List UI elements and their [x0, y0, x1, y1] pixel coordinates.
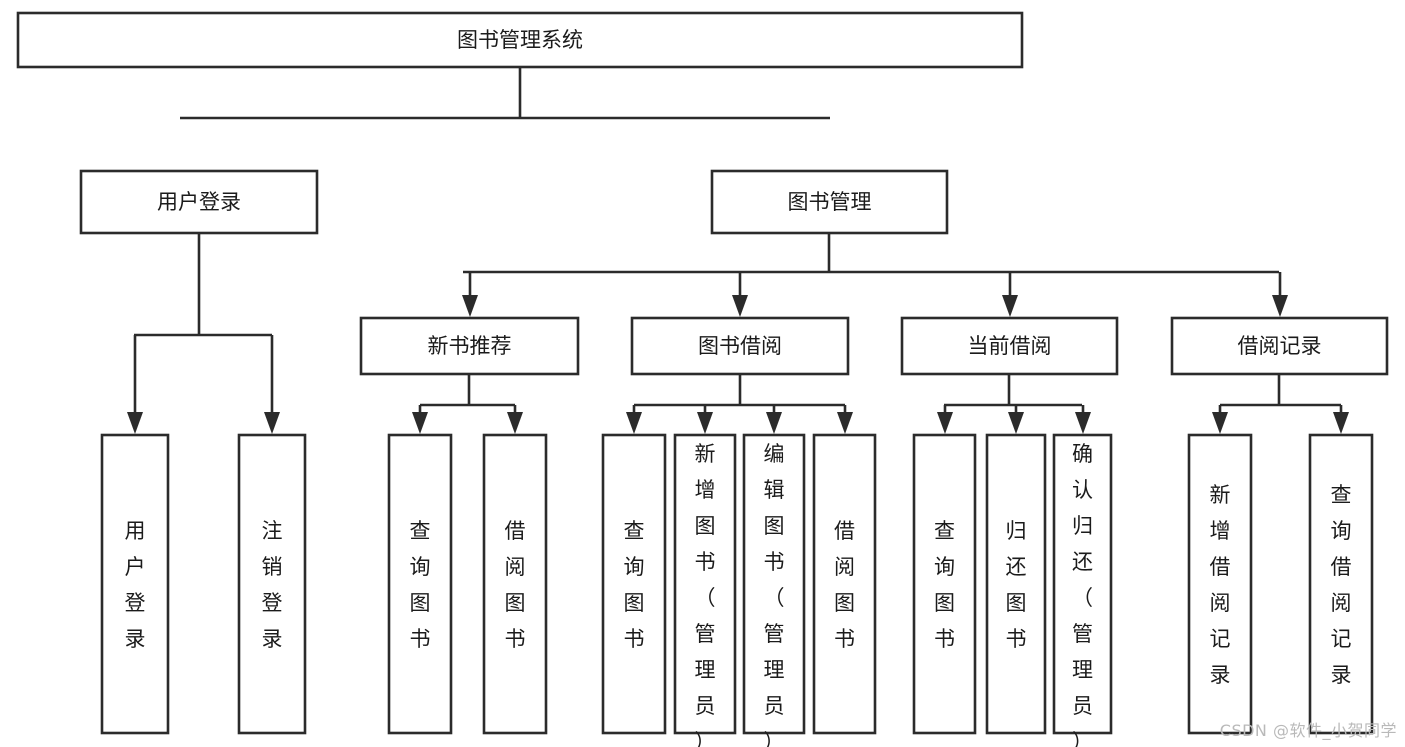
node-label-root: 图书管理系统 — [457, 28, 583, 52]
node-label-user-login: 用户登录 — [157, 190, 241, 214]
node-label-leaf-edit-book-admin: 编辑图书（管理员） — [764, 442, 785, 747]
node-box-leaf-user-logout[interactable] — [237, 433, 307, 735]
node-label-new-book-recommend: 新书推荐 — [428, 334, 512, 358]
node-label-leaf-borrow-book: 借阅图书 — [834, 519, 855, 651]
node-layer: 图书管理系统用户登录图书管理新书推荐图书借阅当前借阅借阅记录用户登录注销登录查询… — [16, 11, 1389, 747]
node-box-leaf-borrow-book-recommend[interactable] — [482, 433, 548, 735]
node-label-leaf-confirm-return-admin: 确认归还（管理员） — [1072, 442, 1093, 747]
connector-bus-new-book-recommend — [412, 374, 523, 434]
node-book-borrow[interactable]: 图书借阅 — [630, 316, 850, 376]
node-label-leaf-user-login: 用户登录 — [125, 519, 146, 651]
node-label-book-borrow: 图书借阅 — [698, 334, 782, 358]
node-box-leaf-edit-book-admin[interactable] — [742, 433, 806, 735]
node-book-manage[interactable]: 图书管理 — [710, 169, 949, 235]
node-leaf-user-logout[interactable]: 注销登录 — [237, 433, 307, 735]
node-leaf-return-book[interactable]: 归还图书 — [985, 433, 1047, 735]
node-label-leaf-borrow-book-recommend: 借阅图书 — [505, 519, 526, 651]
node-label-current-borrow: 当前借阅 — [968, 334, 1052, 358]
node-label-leaf-user-logout: 注销登录 — [262, 519, 283, 651]
connector-bus-user-login — [127, 233, 280, 434]
connector-bus-root — [180, 67, 830, 120]
node-leaf-add-borrow-record[interactable]: 新增借阅记录 — [1187, 433, 1253, 735]
node-box-root[interactable] — [16, 11, 1024, 69]
node-new-book-recommend[interactable]: 新书推荐 — [359, 316, 580, 376]
connector-bus-borrow-record — [1212, 374, 1349, 434]
node-leaf-confirm-return-admin[interactable]: 确认归还（管理员） — [1052, 433, 1113, 747]
node-box-new-book-recommend[interactable] — [359, 316, 580, 376]
node-leaf-add-book-admin[interactable]: 新增图书（管理员） — [673, 433, 737, 747]
node-leaf-borrow-book[interactable]: 借阅图书 — [812, 433, 877, 735]
node-label-leaf-query-borrow-record: 查询借阅记录 — [1331, 483, 1352, 687]
node-box-user-login[interactable] — [79, 169, 319, 235]
node-box-book-borrow[interactable] — [630, 316, 850, 376]
node-box-leaf-query-book-current[interactable] — [912, 433, 977, 735]
node-label-leaf-add-book-admin: 新增图书（管理员） — [695, 442, 716, 747]
connector-bus-book-borrow — [626, 374, 853, 434]
node-box-leaf-return-book[interactable] — [985, 433, 1047, 735]
node-label-book-manage: 图书管理 — [788, 190, 872, 214]
node-label-leaf-return-book: 归还图书 — [1006, 519, 1027, 651]
node-leaf-query-book-recommend[interactable]: 查询图书 — [387, 433, 453, 735]
node-box-book-manage[interactable] — [710, 169, 949, 235]
node-label-leaf-query-book-current: 查询图书 — [934, 519, 955, 651]
node-leaf-query-borrow-record[interactable]: 查询借阅记录 — [1308, 433, 1374, 735]
node-box-current-borrow[interactable] — [900, 316, 1119, 376]
node-box-borrow-record[interactable] — [1170, 316, 1389, 376]
node-label-leaf-add-borrow-record: 新增借阅记录 — [1210, 483, 1231, 687]
connector-bus-current-borrow — [937, 374, 1091, 434]
node-leaf-edit-book-admin[interactable]: 编辑图书（管理员） — [742, 433, 806, 747]
node-box-leaf-add-borrow-record[interactable] — [1187, 433, 1253, 735]
node-leaf-query-book-current[interactable]: 查询图书 — [912, 433, 977, 735]
node-box-leaf-query-book-borrow[interactable] — [601, 433, 667, 735]
connector-layer — [127, 67, 1349, 434]
node-box-leaf-confirm-return-admin[interactable] — [1052, 433, 1113, 735]
node-box-leaf-user-login[interactable] — [100, 433, 170, 735]
node-borrow-record[interactable]: 借阅记录 — [1170, 316, 1389, 376]
node-box-leaf-query-book-recommend[interactable] — [387, 433, 453, 735]
node-box-leaf-borrow-book[interactable] — [812, 433, 877, 735]
node-box-leaf-add-book-admin[interactable] — [673, 433, 737, 735]
node-label-leaf-query-book-recommend: 查询图书 — [410, 519, 431, 651]
node-current-borrow[interactable]: 当前借阅 — [900, 316, 1119, 376]
node-leaf-borrow-book-recommend[interactable]: 借阅图书 — [482, 433, 548, 735]
node-label-borrow-record: 借阅记录 — [1238, 334, 1322, 358]
node-user-login[interactable]: 用户登录 — [79, 169, 319, 235]
node-leaf-query-book-borrow[interactable]: 查询图书 — [601, 433, 667, 735]
node-label-leaf-query-book-borrow: 查询图书 — [624, 519, 645, 651]
connector-bus-book-manage — [462, 233, 1288, 317]
node-leaf-user-login[interactable]: 用户登录 — [100, 433, 170, 735]
node-box-leaf-query-borrow-record[interactable] — [1308, 433, 1374, 735]
node-root[interactable]: 图书管理系统 — [16, 11, 1024, 69]
